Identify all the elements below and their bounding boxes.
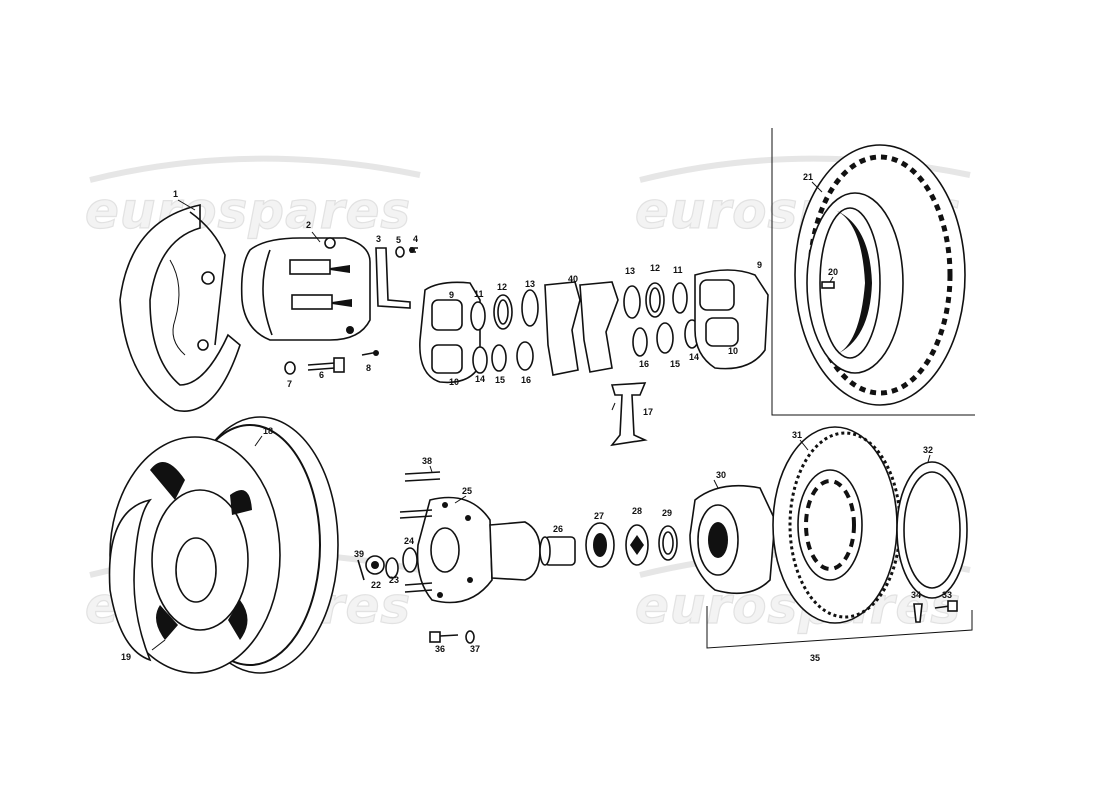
bearing-27 (585, 522, 615, 568)
washer-37 (465, 630, 475, 644)
part-number-15-left: 15 (495, 375, 505, 385)
part-number-13-right: 13 (625, 266, 635, 276)
part-number-16-right: 16 (639, 359, 649, 369)
part-number-labels: 1 2 3 4 5 6 7 8 9 9 10 10 11 11 12 12 13… (121, 172, 952, 663)
part-number-9-left: 9 (449, 290, 454, 300)
part-number-30: 30 (716, 470, 726, 480)
tyre (794, 144, 966, 406)
part-number-8: 8 (366, 363, 371, 373)
part-number-2: 2 (306, 220, 311, 230)
caliper-half (240, 237, 371, 341)
lock-tab-34 (913, 603, 923, 623)
part-number-3: 3 (376, 234, 381, 244)
part-number-34: 34 (911, 590, 921, 600)
part-number-28: 28 (632, 506, 642, 516)
part-number-29: 29 (662, 508, 672, 518)
watermark-text: eurospares (85, 182, 411, 240)
dust-shield (119, 204, 241, 412)
part-number-9-right: 9 (757, 260, 762, 270)
part-number-5: 5 (396, 235, 401, 245)
part-number-14-left: 14 (475, 374, 485, 384)
part-number-13-left: 13 (525, 279, 535, 289)
disc-carrier (689, 484, 776, 595)
bearing-race-28 (625, 524, 649, 566)
part-number-1: 1 (173, 189, 178, 199)
part-number-40: 40 (568, 274, 578, 284)
part-number-19: 19 (121, 652, 131, 662)
bleed-screw-8 (361, 350, 379, 356)
spacer-26 (539, 536, 576, 566)
washer-7 (284, 361, 296, 375)
part-number-18: 18 (263, 426, 273, 436)
wheel-studs (399, 471, 441, 593)
part-number-4: 4 (413, 234, 418, 244)
watermark-logo-top-left: eurospares (84, 155, 421, 241)
part-number-23: 23 (389, 575, 399, 585)
part-number-16-left: 16 (521, 375, 531, 385)
part-number-20: 20 (828, 267, 838, 277)
part-number-38: 38 (422, 456, 432, 466)
part-number-27: 27 (594, 511, 604, 521)
part-number-25: 25 (462, 486, 472, 496)
bridge-pipe (610, 382, 648, 447)
part-number-15-right: 15 (670, 359, 680, 369)
hub-spacer-24 (402, 547, 418, 573)
part-number-31: 31 (792, 430, 802, 440)
part-number-26: 26 (553, 524, 563, 534)
bolt-6 (307, 357, 345, 373)
bolt-36 (429, 631, 459, 643)
part-number-24: 24 (404, 536, 414, 546)
part-number-35: 35 (810, 653, 820, 663)
oil-seal-29 (658, 525, 678, 561)
part-number-32: 32 (923, 445, 933, 455)
wheel-hub (416, 496, 541, 604)
part-number-36: 36 (435, 644, 445, 654)
tyre-frame-lines (771, 128, 975, 416)
part-number-12-right: 12 (650, 263, 660, 273)
assembly-bracket-35 (706, 606, 973, 649)
brake-pads (544, 281, 619, 376)
bolt-33 (934, 600, 958, 612)
part-number-33: 33 (942, 590, 952, 600)
wheel-rim (108, 416, 339, 674)
part-number-21: 21 (803, 172, 813, 182)
part-number-11-left: 11 (474, 289, 484, 299)
part-number-39: 39 (354, 549, 364, 559)
piston-seals-right (623, 282, 700, 357)
part-number-17: 17 (643, 407, 653, 417)
washer-5 (395, 246, 405, 258)
part-number-10-left: 10 (449, 377, 459, 387)
caliper-body-right (694, 269, 769, 370)
piston-seals-left (470, 289, 539, 374)
split-pin-39 (357, 559, 365, 581)
retaining-clip (375, 247, 411, 309)
part-number-14-right: 14 (689, 352, 699, 362)
caliper-body-left (419, 281, 481, 384)
part-number-12-left: 12 (497, 282, 507, 292)
part-number-11-right: 11 (673, 265, 683, 275)
bolt-4 (409, 247, 418, 253)
part-number-7: 7 (287, 379, 292, 389)
castle-nut-22 (365, 555, 385, 575)
gasket-plate (896, 461, 968, 599)
leader-lines (151, 181, 931, 651)
part-number-6: 6 (319, 370, 324, 380)
brake-disc (772, 426, 902, 624)
part-number-37: 37 (470, 644, 480, 654)
part-number-22: 22 (371, 580, 381, 590)
part-number-10-right: 10 (728, 346, 738, 356)
seal-23 (385, 557, 399, 579)
